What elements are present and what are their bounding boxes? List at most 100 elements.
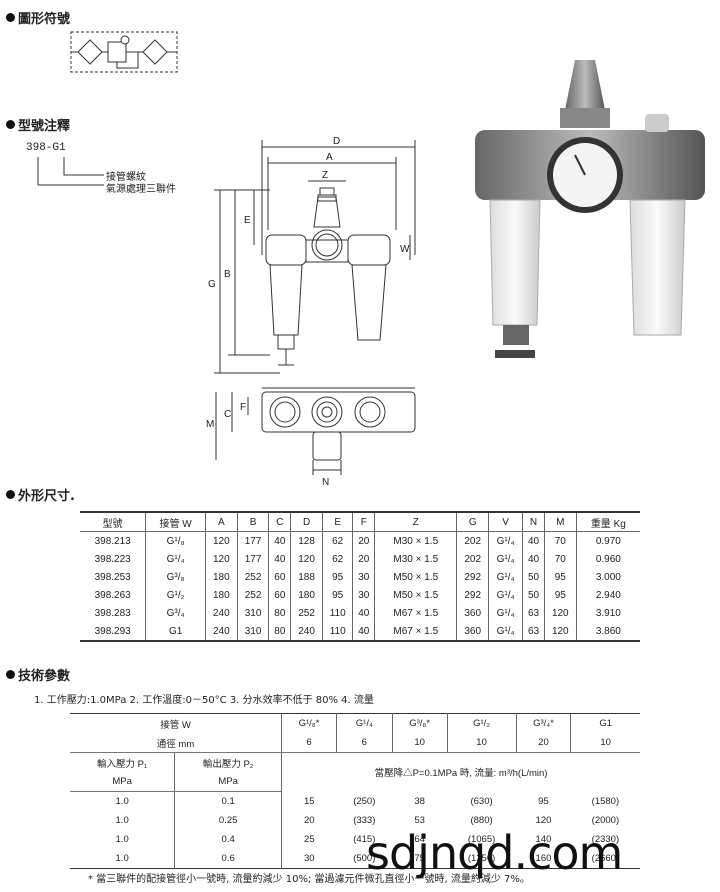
dim-cell: G¹/₂: [145, 586, 206, 604]
dim-header-cell: C: [268, 512, 291, 532]
dim-header-cell: 型號: [80, 512, 146, 532]
dim-letter-f: F: [240, 402, 246, 413]
dim-cell: M67 × 1.5: [374, 622, 457, 641]
dim-letter-g: G: [208, 279, 216, 290]
dim-cell: 240: [204, 604, 238, 622]
tech-cell: 1.0: [115, 796, 129, 807]
dim-cell: 120: [543, 604, 577, 622]
tech-cell: 160: [535, 853, 552, 864]
tech-cell: (1065): [467, 834, 496, 845]
dim-cell: 95: [321, 568, 353, 586]
dim-cell: G³/₈: [145, 568, 206, 586]
dim-cell: G¹/₄: [145, 550, 206, 568]
dim-cell: 252: [236, 568, 269, 586]
dim-cell: 120: [204, 550, 238, 568]
dim-cell: 40: [522, 550, 545, 568]
tech-cell: 1.0: [115, 834, 129, 845]
dim-cell: 398.263: [94, 589, 131, 601]
tech-cell: 0.25: [174, 811, 282, 830]
dim-header-cell: Z: [374, 512, 457, 532]
dim-cell: 398.223: [94, 553, 131, 565]
dim-cell: 40: [268, 531, 291, 550]
dim-header-cell: V: [488, 512, 523, 532]
dim-cell: 62: [321, 531, 353, 550]
dim-letter-z: Z: [322, 170, 328, 181]
tech-cell: 25: [281, 830, 337, 849]
dim-cell: 240: [290, 622, 323, 641]
dim-cell: M50 × 1.5: [374, 568, 457, 586]
diam-4: 20: [515, 733, 571, 753]
dim-cell: 310: [236, 604, 269, 622]
tech-cell: 1.0: [115, 815, 129, 826]
model-label-unit: 氣源處理三聯件: [106, 184, 176, 195]
dim-header-cell: G: [456, 512, 489, 532]
dim-cell: M30 × 1.5: [374, 550, 457, 568]
dim-cell: 398.213: [94, 535, 131, 547]
dim-cell: G³/₄: [145, 604, 206, 622]
dim-letter-a: A: [326, 152, 333, 163]
dim-letter-c: C: [224, 409, 231, 420]
dim-cell: 63: [522, 604, 545, 622]
pipe-label: 接管 W: [160, 719, 191, 731]
dim-header-cell: D: [290, 512, 323, 532]
tech-intro: 1. 工作壓力:1.0MPa 2. 工作溫度:0－50°C 3. 分水效率不低于…: [34, 695, 374, 706]
dim-cell: 360: [456, 622, 489, 641]
dim-cell: 188: [290, 568, 323, 586]
dim-letter-b: B: [224, 269, 231, 280]
tech-cell: 38: [414, 795, 425, 807]
tech-cell: (1250): [467, 853, 496, 864]
dim-cell: 40: [352, 622, 375, 641]
dim-header-cell: B: [236, 512, 269, 532]
tech-cell: (880): [470, 815, 493, 826]
dim-cell: 360: [456, 604, 489, 622]
tech-cell: 0.1: [174, 791, 282, 811]
tech-cell: 0.4: [174, 830, 282, 849]
dim-cell: G¹/₄: [488, 586, 523, 604]
dim-cell: 63: [522, 622, 545, 641]
dim-cell: 30: [352, 586, 375, 604]
input-pressure-label: 輸入壓力 P₁: [97, 758, 148, 770]
dim-cell: 62: [321, 550, 353, 568]
section-symbol: 圖形符號: [6, 8, 70, 27]
dim-cell: G¹/₄: [488, 568, 523, 586]
dim-header-cell: F: [352, 512, 375, 532]
model-code: 398-G1: [26, 142, 66, 154]
dim-cell: 40: [522, 531, 545, 550]
diam-label: 通徑 mm: [70, 733, 282, 753]
dim-cell: 120: [543, 622, 577, 641]
tech-cell: (250): [353, 795, 376, 807]
technical-drawing: D A Z E W G B F C M N: [206, 136, 416, 488]
pipe-3: G¹/₂: [446, 713, 517, 733]
dim-cell: 398.253: [94, 571, 131, 583]
tech-cell: 64: [414, 834, 425, 845]
pressure-drop-note: 當壓降△P=0.1MPa 時, 流量: m³/h(L/min): [281, 752, 640, 792]
product-photo: [475, 60, 705, 358]
dim-cell: 3.910: [575, 604, 640, 622]
dim-cell: 60: [268, 568, 291, 586]
section-dimensions: 外形尺寸.: [6, 485, 75, 504]
tech-cell: 53: [414, 815, 425, 826]
tech-cell: (500): [353, 853, 376, 864]
dim-header-cell: M: [543, 512, 577, 532]
section-model-note: 型號注釋: [6, 115, 70, 134]
dim-cell: 240: [204, 622, 238, 641]
tech-cell: 20: [281, 811, 337, 830]
dim-letter-e: E: [244, 215, 251, 226]
dim-letter-m: M: [206, 419, 214, 430]
dim-cell: 398.293: [94, 625, 131, 637]
output-pressure-label: 輸出壓力 P₂: [174, 752, 282, 772]
dim-cell: 60: [268, 586, 291, 604]
footnote: * 當三聯件的配接管徑小一號時, 流量約減少 10%; 當過濾元件微孔直徑小一號…: [88, 874, 530, 885]
dim-cell: 110: [321, 622, 353, 641]
tech-cell: (333): [353, 815, 376, 826]
output-unit: MPa: [174, 772, 282, 792]
